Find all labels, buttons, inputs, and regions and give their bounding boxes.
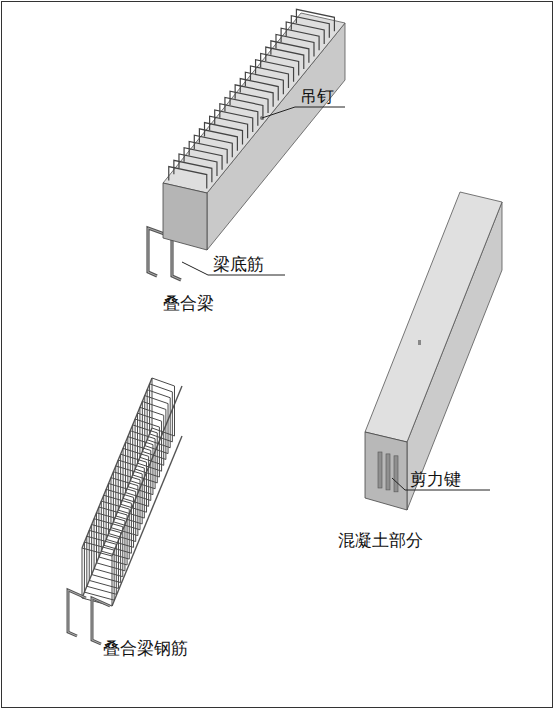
stirrup (113, 472, 140, 530)
bottom-bar-highlight (68, 590, 86, 636)
figure-caption: 混凝土部分 (338, 530, 423, 550)
callout-label: 剪力键 (410, 469, 461, 489)
end-face (163, 183, 207, 250)
longitudinal-bar (82, 378, 152, 548)
stirrup (101, 501, 129, 559)
stirrup (142, 401, 166, 459)
stirrup (116, 466, 142, 524)
lifting-pin (418, 340, 421, 345)
stirrup (125, 442, 150, 500)
bottom-bar (68, 590, 86, 636)
shear-key (386, 454, 390, 490)
longitudinal-bar (112, 436, 182, 606)
stirrup (152, 378, 175, 436)
rebar-cage (68, 378, 182, 644)
figure-caption: 叠合梁钢筋 (103, 638, 188, 658)
stirrup (106, 489, 133, 547)
stirrup (150, 384, 173, 442)
stirrup (145, 396, 168, 454)
bottom-bar (92, 598, 110, 644)
stirrup (123, 448, 149, 506)
end-face (365, 432, 407, 510)
top-face (163, 13, 345, 193)
callout-label: 吊钉 (300, 86, 334, 106)
stirrup (104, 495, 132, 553)
bottom-bar-highlight (92, 598, 110, 644)
stirrup (109, 484, 136, 542)
concrete-part (365, 192, 502, 510)
callout-label: 梁底筋 (213, 254, 264, 274)
stirrup (147, 390, 170, 448)
shear-key (394, 456, 398, 492)
figure-caption: 叠合梁 (163, 293, 214, 313)
stirrup (296, 9, 334, 31)
top-face (365, 192, 502, 442)
longitudinal-bar (82, 428, 152, 598)
stirrup (111, 478, 138, 536)
shear-key (378, 452, 382, 488)
leader-line (262, 107, 345, 118)
leader-lines (182, 107, 490, 490)
stirrup (118, 460, 144, 518)
composite-beam (148, 9, 345, 280)
stirrup (121, 454, 147, 512)
